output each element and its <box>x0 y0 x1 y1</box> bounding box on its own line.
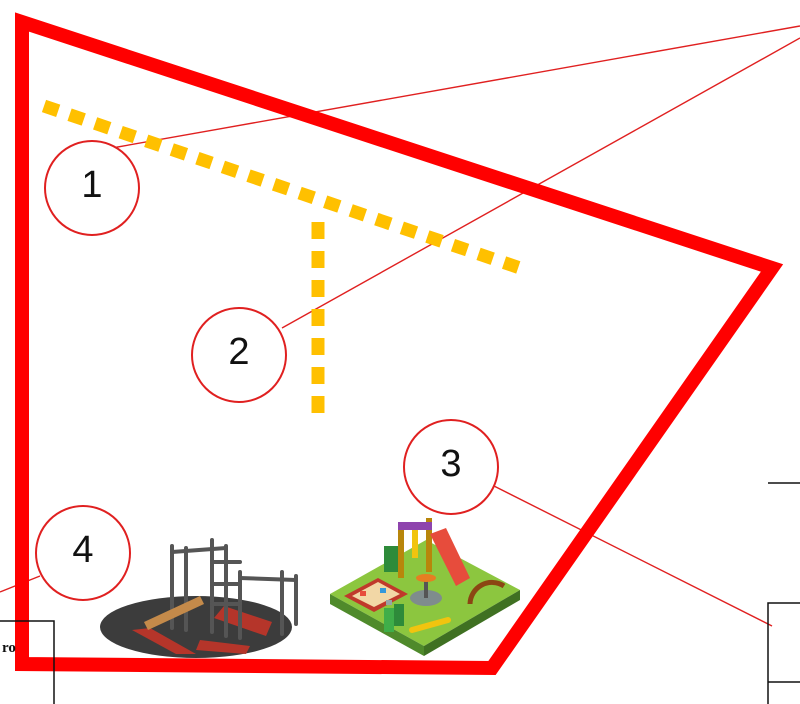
dashed-path-diagonal <box>41 99 523 275</box>
site-boundary <box>15 12 784 676</box>
callout-circle-2 <box>191 307 287 403</box>
edge-box-left <box>0 620 55 704</box>
workout-equipment-icon <box>100 538 298 658</box>
edge-box-right <box>767 602 800 704</box>
callout-2: 2 <box>191 307 287 403</box>
callout-label-4: 4 <box>72 529 93 571</box>
callout-label-2: 2 <box>228 331 249 373</box>
callout-label-3: 3 <box>440 443 461 485</box>
callout-label-1: 1 <box>81 164 102 206</box>
edge-box-text: ro <box>2 640 16 656</box>
callout-1: 1 <box>44 140 140 236</box>
callout-circle-3 <box>403 419 499 515</box>
callout-3: 3 <box>403 419 499 515</box>
callout-circle-4 <box>35 505 131 601</box>
callout-line-3 <box>491 484 773 627</box>
kids-playground-icon <box>330 518 520 656</box>
callout-circle-1 <box>44 140 140 236</box>
callout-4: 4 <box>35 505 131 601</box>
callout-line-1 <box>111 25 800 149</box>
callout-line-2 <box>281 37 800 329</box>
